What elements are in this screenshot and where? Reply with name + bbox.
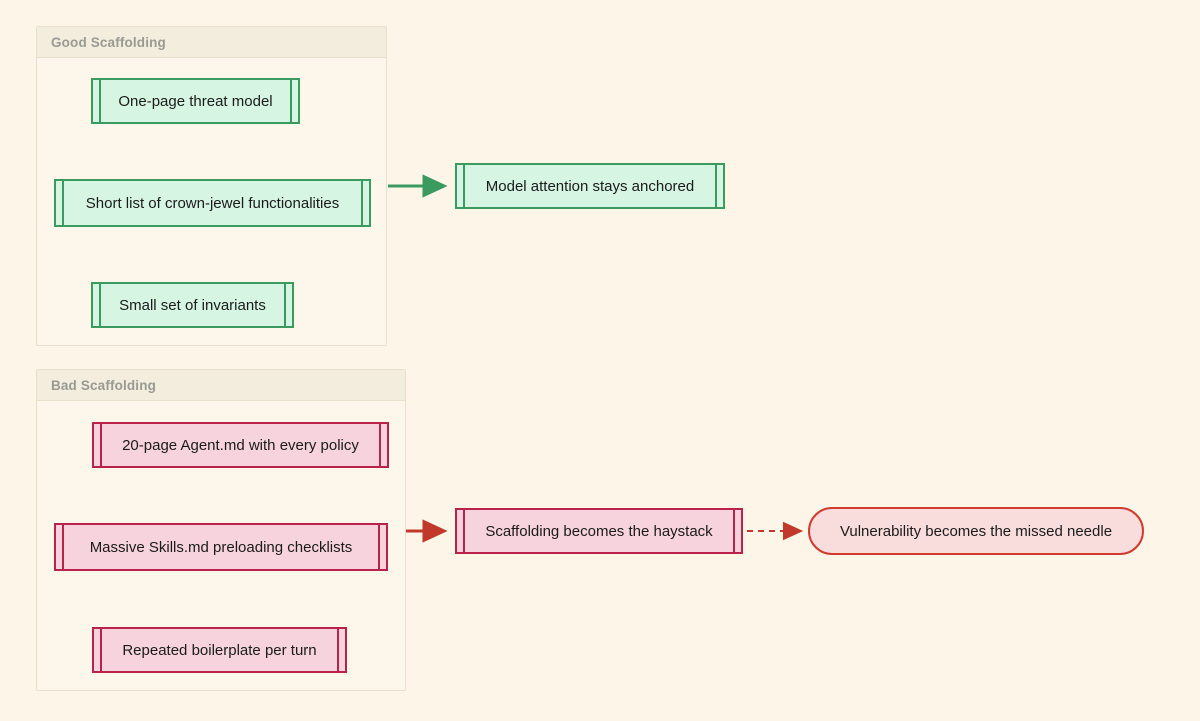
node-label: Repeated boilerplate per turn [122,641,317,659]
node-model-attention-stays-anchored[interactable]: Model attention stays anchored [455,163,725,209]
node-label: Massive Skills.md preloading checklists [89,538,353,556]
node-20-page-agent-md[interactable]: 20-page Agent.md with every policy [92,422,389,468]
node-scaffolding-becomes-the-haystack[interactable]: Scaffolding becomes the haystack [455,508,743,554]
subroutine-bar-left [62,525,64,569]
node-label: Short list of crown-jewel functionalitie… [85,194,340,212]
subroutine-bar-right [379,424,381,466]
node-small-set-of-invariants[interactable]: Small set of invariants [91,282,294,328]
subroutine-bar-right [290,80,292,122]
node-repeated-boilerplate-per-turn[interactable]: Repeated boilerplate per turn [92,627,347,673]
subroutine-bar-left [99,80,101,122]
subroutine-bar-left [463,165,465,207]
subroutine-bar-left [62,181,64,225]
subroutine-bar-left [463,510,465,552]
subroutine-bar-left [100,424,102,466]
subroutine-bar-right [733,510,735,552]
subroutine-bar-right [361,181,363,225]
subroutine-bar-right [378,525,380,569]
node-one-page-threat-model[interactable]: One-page threat model [91,78,300,124]
node-vulnerability-becomes-the-missed-needle[interactable]: Vulnerability becomes the missed needle [808,507,1144,555]
node-label: Model attention stays anchored [485,177,695,195]
node-label: One-page threat model [118,92,273,110]
subgraph-bad-title: Bad Scaffolding [37,370,405,401]
node-label: Scaffolding becomes the haystack [485,522,713,540]
node-short-list-crown-jewel-functionalities[interactable]: Short list of crown-jewel functionalitie… [54,179,371,227]
subroutine-bar-left [99,284,101,326]
subroutine-bar-right [715,165,717,207]
subroutine-bar-right [284,284,286,326]
node-label: Vulnerability becomes the missed needle [839,522,1113,540]
subroutine-bar-left [100,629,102,671]
subroutine-bar-right [337,629,339,671]
node-label: 20-page Agent.md with every policy [122,436,359,454]
node-massive-skills-md[interactable]: Massive Skills.md preloading checklists [54,523,388,571]
subgraph-good-title: Good Scaffolding [37,27,386,58]
node-label: Small set of invariants [119,296,266,314]
